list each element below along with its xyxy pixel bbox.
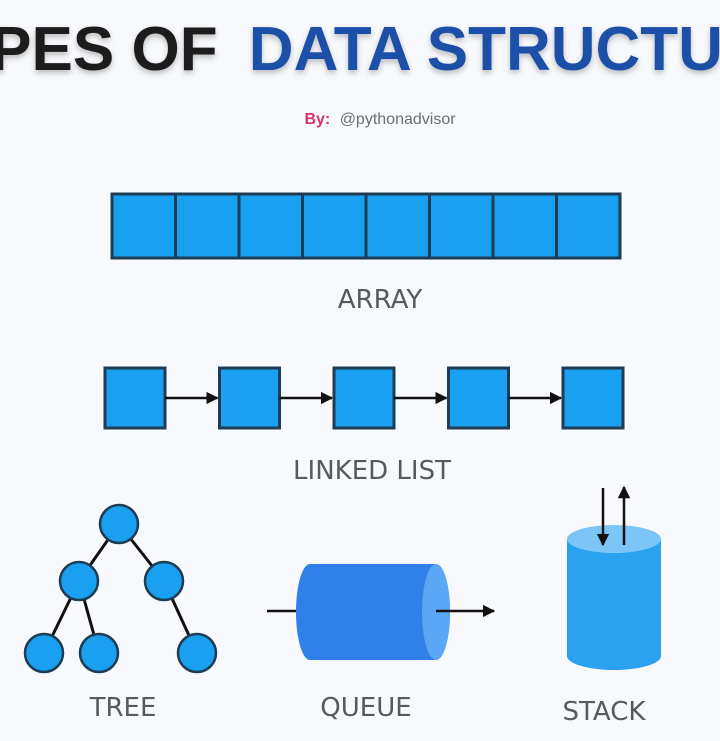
linked-list-node <box>561 366 625 430</box>
tree-node <box>98 503 140 545</box>
tree-node <box>176 632 218 674</box>
array-cell <box>491 192 558 260</box>
stack-cylinder-body <box>567 539 661 670</box>
array-cell <box>301 192 368 260</box>
array-label: ARRAY <box>338 285 423 315</box>
stack-diagram <box>567 485 661 670</box>
queue-diagram <box>267 564 496 660</box>
tree-node <box>58 560 100 602</box>
linked-list-node <box>218 366 281 430</box>
credit-handle: @pythonadvisor <box>340 111 457 128</box>
linked-list-node <box>332 366 396 430</box>
tree-node <box>143 560 185 602</box>
linked-list-label: LINKED LIST <box>293 456 451 486</box>
tree-diagram <box>23 503 218 674</box>
queue-cylinder-body <box>296 564 450 660</box>
linked-list-node <box>103 366 167 430</box>
credit-prefix: By: <box>304 111 330 128</box>
page-title: TYPES OF DATA STRUCTURE <box>0 15 720 84</box>
array-cell <box>555 192 622 260</box>
tree-node <box>78 632 120 674</box>
credit-line: By: @pythonadvisor <box>304 111 456 128</box>
array-cell <box>110 192 177 260</box>
linked-list-diagram <box>103 366 625 430</box>
array-cell <box>174 192 241 260</box>
title-part-blue: DATA STRUCTURE <box>249 15 720 84</box>
tree-node <box>23 632 65 674</box>
array-cell <box>364 192 431 260</box>
array-diagram <box>110 192 622 260</box>
title-part-dark: TYPES OF <box>0 15 218 84</box>
queue-label: QUEUE <box>320 693 411 723</box>
linked-list-node <box>447 366 510 430</box>
array-cell <box>428 192 495 260</box>
array-cell <box>237 192 304 260</box>
stack-label: STACK <box>563 697 647 727</box>
stack-cylinder-top <box>567 525 661 553</box>
tree-label: TREE <box>89 693 157 723</box>
